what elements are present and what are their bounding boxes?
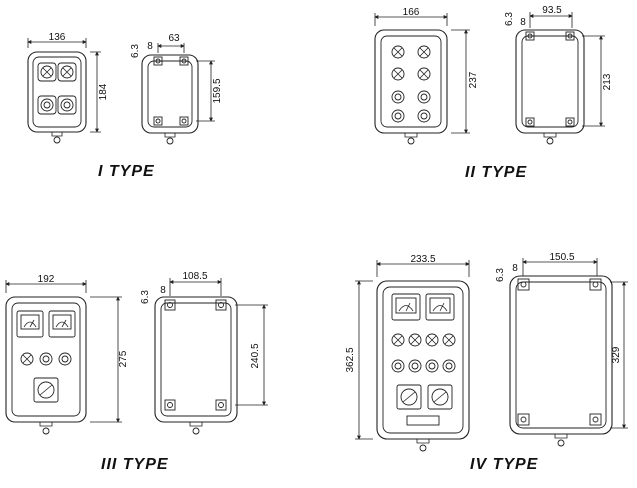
type-2-back-offset-x: 8: [520, 17, 526, 28]
type-1-title: I TYPE: [98, 163, 155, 180]
type-3-back-width: 108.5: [182, 271, 207, 282]
type-2-front-height: 237: [468, 71, 479, 88]
type-4-back-offset-x: 8: [512, 263, 518, 274]
type-4-front-height: 362.5: [345, 347, 356, 372]
type-2-back-view: 93.5 8 6.3 213: [504, 5, 613, 145]
type-4-back-view: 150.5 8 6.3 329: [495, 252, 628, 447]
type-3-front-controls: [16, 310, 76, 403]
type-2-back-offset-y: 6.3: [504, 12, 515, 26]
type-3-title: III TYPE: [101, 456, 169, 473]
type-2-title: II TYPE: [465, 164, 527, 181]
type-4-group: 233.5 362.5 150.5 8 6.3 329: [345, 252, 628, 473]
type-2-front-width: 166: [403, 7, 420, 18]
type-3-front-view: 192 275: [5, 274, 129, 435]
type-1-front-controls: [37, 62, 77, 115]
type-2-front-controls: [391, 45, 431, 123]
type-1-front-view: 136 184: [27, 32, 109, 144]
type-2-back-width: 93.5: [542, 5, 562, 16]
type-3-front-width: 192: [38, 274, 55, 285]
type-3-group: 192 275 108.5 8 6.3 240.5: [5, 271, 268, 473]
type-4-front-width: 233.5: [410, 254, 435, 265]
type-1-front-width: 136: [49, 32, 66, 43]
type-1-back-offset-y: 6.3: [130, 44, 141, 58]
type-2-group: 166 237 93.5 8 6.3 213 II: [374, 5, 613, 181]
type-3-back-offset-y: 6.3: [140, 290, 151, 304]
type-4-back-height: 329: [611, 346, 622, 363]
type-3-front-height: 275: [118, 350, 129, 367]
type-3-back-offset-x: 8: [160, 285, 166, 296]
type-4-front-controls: [391, 293, 456, 426]
type-2-back-height: 213: [602, 73, 613, 90]
type-1-back-view: 63 8 6.3 159.5: [130, 33, 223, 145]
type-4-back-width: 150.5: [549, 252, 574, 263]
type-3-back-height: 240.5: [250, 343, 261, 368]
type-4-back-offset-y: 6.3: [495, 268, 506, 282]
type-1-group: 136 184 63 8 6.3 159.5 I: [27, 32, 223, 180]
type-4-title: IV TYPE: [470, 456, 539, 473]
type-2-front-view: 166 237: [374, 7, 479, 145]
type-1-back-height: 159.5: [212, 78, 223, 103]
type-4-front-view: 233.5 362.5: [345, 254, 470, 452]
type-1-back-offset-x: 8: [147, 41, 153, 52]
type-3-back-view: 108.5 8 6.3 240.5: [140, 271, 268, 435]
type-1-front-height: 184: [98, 83, 109, 100]
type-1-back-width: 63: [168, 33, 180, 44]
